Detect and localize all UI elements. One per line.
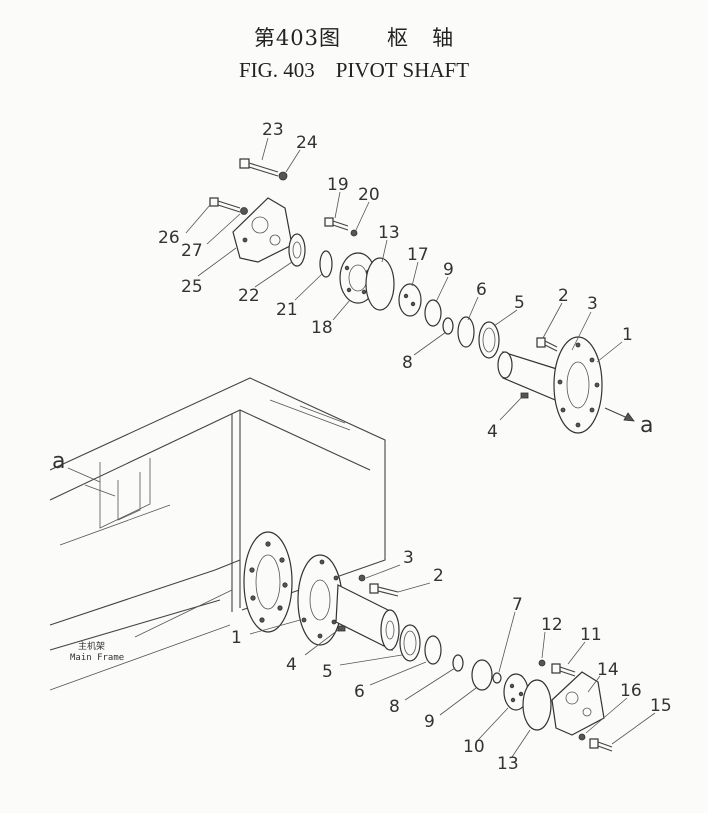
callout-1-upper: 1 — [622, 325, 633, 345]
callout-20: 20 — [358, 185, 380, 205]
callout-23: 23 — [262, 120, 284, 140]
callout-10: 10 — [463, 737, 485, 757]
callout-19: 19 — [327, 175, 349, 195]
callout-24: 24 — [296, 133, 318, 153]
callout-1-lower: 1 — [231, 628, 242, 648]
callout-5-upper: 5 — [514, 293, 525, 313]
callout-6-lower: 6 — [354, 682, 365, 702]
callout-27: 27 — [181, 241, 203, 261]
callout-4-upper: 4 — [487, 422, 498, 442]
callout-22: 22 — [238, 286, 260, 306]
callout-13-upper: 13 — [378, 223, 400, 243]
callout-9-lower: 9 — [424, 712, 435, 732]
callout-7: 7 — [512, 595, 523, 615]
figure-title-english: FIG. 403 PIVOT SHAFT — [238, 58, 470, 82]
callout-3-upper: 3 — [587, 294, 598, 314]
callout-12: 12 — [541, 615, 563, 635]
callout-26: 26 — [158, 228, 180, 248]
main-frame-label-english: Main Frame — [70, 653, 124, 663]
callout-14: 14 — [597, 660, 619, 680]
callout-4-lower: 4 — [286, 655, 297, 675]
callout-21: 21 — [276, 300, 298, 320]
callout-11: 11 — [580, 625, 602, 645]
callout-13-lower: 13 — [497, 754, 519, 774]
callout-15: 15 — [650, 696, 672, 716]
callout-5-lower: 5 — [322, 662, 333, 682]
main-frame-label-chinese: 主机架 — [78, 640, 105, 652]
callout-8-lower: 8 — [389, 697, 400, 717]
upper-callouts: 23 24 19 20 26 27 25 22 21 13 17 18 9 6 … — [158, 120, 633, 442]
upper-assembly-parts — [209, 158, 635, 434]
main-frame-drawing — [49, 377, 386, 691]
callout-8-upper: 8 — [402, 353, 413, 373]
callout-9-upper: 9 — [443, 260, 454, 280]
view-marker-a-left: a — [52, 449, 65, 474]
callout-17: 17 — [407, 245, 429, 265]
callout-18: 18 — [311, 318, 333, 338]
callout-6-upper: 6 — [476, 280, 487, 300]
lower-assembly-parts — [297, 554, 613, 752]
figure-title-chinese: 第403图 枢 轴 — [253, 26, 455, 50]
callout-16: 16 — [620, 681, 642, 701]
lower-callouts: 3 2 1 4 5 6 8 7 12 11 9 10 14 16 15 13 — [231, 548, 672, 774]
callout-2-lower: 2 — [433, 566, 444, 586]
callout-25: 25 — [181, 277, 203, 297]
callout-2-upper: 2 — [558, 286, 569, 306]
leader-lines — [67, 137, 656, 758]
callout-3-lower: 3 — [403, 548, 414, 568]
view-marker-a-right: a — [640, 413, 653, 438]
